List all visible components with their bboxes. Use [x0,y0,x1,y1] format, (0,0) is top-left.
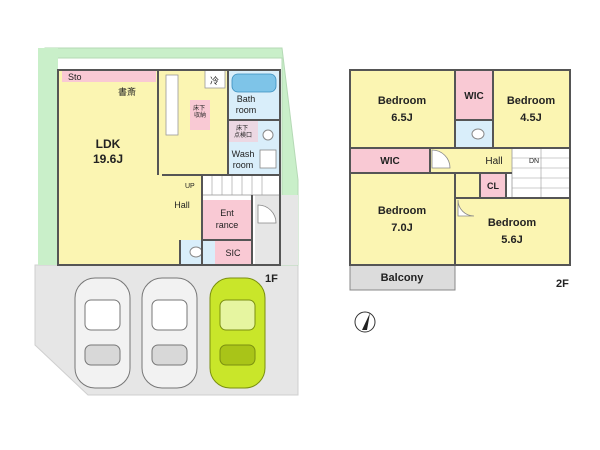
hall-2f-label: Hall [485,156,502,167]
wash-label-1: Wash [232,149,255,159]
balcony-label: Balcony [381,272,425,284]
hatch-label: 床下 点検口 [234,124,252,139]
sink-icon [262,129,274,141]
bedroom-sw-size: 7.0J [391,222,412,234]
cl-label: CL [487,181,499,191]
hall-1f-label: Hall [174,200,190,210]
balcony [349,264,456,291]
hatch-text: 床下 [236,124,248,132]
underfloor-storage-text-line-2: 収納 [194,111,206,119]
bedroom-nw-size: 6.5J [391,112,412,124]
stair-icon [512,148,570,198]
floor-2-level: 2F [556,278,569,290]
wic-mid [350,148,430,173]
bath-label-2: room [236,105,257,115]
floor-2: Bedroom 6.5J WIC Bedroom 4.5J WIC Hall D… [349,69,571,291]
bedroom-ne [493,70,570,148]
underfloor-storage-label: 床下 収納 [193,104,207,119]
ldk-name: LDK [96,137,121,151]
bedroom-nw-name: Bedroom [378,95,427,107]
bedroom-ne-name: Bedroom [507,95,556,107]
door-swing-icon [431,149,451,169]
closet-cl [480,173,506,198]
stair-icon [211,175,263,195]
toilet-icon [189,246,203,258]
underfloor-storage-text: 床下 [193,104,205,112]
wic-mid-label: WIC [380,156,399,167]
ldk-lower [58,70,162,265]
compass-icon [354,311,376,333]
hatch-area [228,120,258,142]
door-swing-icon [257,204,277,224]
sto-room [62,70,156,82]
bedroom-se [455,198,570,265]
hall-2f-lower [455,173,480,198]
study-label: 書斎 [118,86,136,97]
floor-1: Sto 書斎 冷 LDK 19.6J 床下 収納 床下 点検口 Bath roo… [34,47,299,396]
wic-top [455,70,493,120]
sto-label: Sto [68,72,82,82]
bedroom-sw-name: Bedroom [378,205,427,217]
car-icon [141,277,198,389]
bathtub-icon [231,73,277,93]
entrance [202,200,252,240]
bedroom-nw [350,70,455,148]
stair-1f [201,174,281,196]
door-swing-icon [457,199,475,217]
kitchen-island [190,100,210,130]
entrance-label-1: Ent [220,208,234,218]
stair-down-label: DN [529,158,539,165]
fridge-label: 冷 [210,75,219,86]
bath-label-1: Bath [237,94,256,104]
ldk-size: 19.6J [93,152,123,166]
washer-icon [259,149,277,169]
bedroom-ne-size: 4.5J [520,112,541,124]
walls-1f [57,69,281,266]
wash-label-2: room [233,160,254,170]
walls-2f [349,69,571,266]
bedroom-se-name: Bedroom [488,217,537,229]
hatch-text-line-2: 点検口 [234,131,252,139]
entrance-label-2: rance [216,220,239,230]
sic-label: SIC [225,248,241,258]
toilet-icon [471,128,485,140]
garden-left [38,48,58,265]
wic-top-label: WIC [464,91,483,102]
bedroom-se-size: 5.6J [501,234,522,246]
floor-1-level: 1F [265,273,278,285]
kitchen-counter [165,74,179,136]
car-icon [209,277,266,389]
sic [215,240,252,265]
stair-up-label: UP [185,183,195,190]
bedroom-sw [350,173,455,265]
car-icon [74,277,131,389]
